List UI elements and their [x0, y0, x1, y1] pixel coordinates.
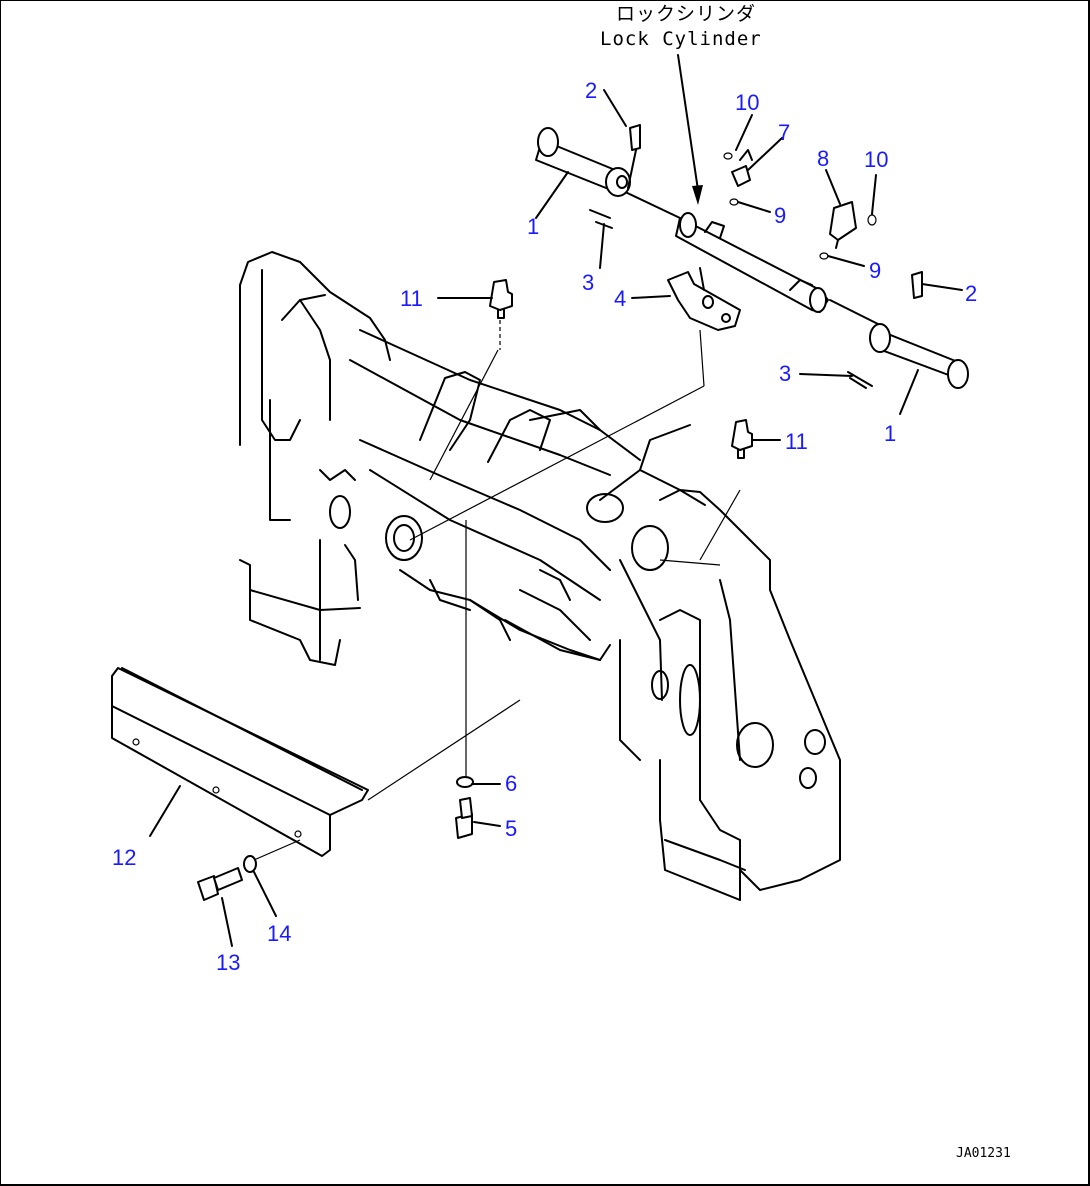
washer-14 — [243, 855, 257, 873]
callout-1-right: 1 — [884, 421, 896, 446]
bolt-13 — [197, 867, 243, 901]
callout-12: 12 — [112, 845, 136, 870]
ring-10-left — [723, 152, 733, 160]
bracket-4 — [667, 267, 741, 331]
drawing-code: JA01231 — [956, 1146, 1011, 1161]
title-leader — [677, 54, 699, 191]
pin-right — [869, 323, 969, 389]
callout-9-right: 9 — [869, 258, 881, 283]
loader-frame — [239, 251, 841, 901]
fitting-7 — [731, 149, 753, 187]
cotter-3-right — [847, 371, 873, 389]
nipple-11-right — [731, 419, 753, 459]
callout-5: 5 — [505, 816, 517, 841]
fitting-8 — [829, 201, 857, 249]
callout-2-left: 2 — [585, 78, 597, 103]
ring-9-left — [729, 198, 739, 206]
callout-10-left: 10 — [735, 90, 759, 115]
washer-6 — [456, 776, 474, 788]
callout-4: 4 — [614, 286, 626, 311]
callout-10-right: 10 — [864, 147, 888, 172]
callout-1-left: 1 — [527, 214, 539, 239]
callout-7: 7 — [778, 120, 790, 145]
bolt-2-left — [627, 124, 641, 189]
bolt-2-right — [911, 271, 923, 299]
title-en: Lock Cylinder — [600, 28, 762, 50]
title-leader-arrow — [692, 185, 703, 205]
ring-9-right — [819, 252, 829, 260]
bolt-5 — [455, 797, 473, 839]
callout-11-right: 11 — [785, 429, 808, 454]
callout-2-right: 2 — [965, 281, 977, 306]
callout-14: 14 — [267, 921, 291, 946]
callout-9-left: 9 — [774, 203, 786, 228]
callout-13: 13 — [216, 950, 240, 975]
title-jp: ロックシリンダ — [616, 3, 756, 25]
callout-11-left: 11 — [400, 286, 423, 311]
ring-10-right — [867, 214, 877, 226]
cotter-3-left — [589, 209, 613, 229]
callout-8: 8 — [817, 146, 829, 171]
callout-3-left: 3 — [582, 270, 594, 295]
nipple-11-left — [489, 279, 513, 350]
callout-6: 6 — [505, 771, 517, 796]
leader-lines — [149, 89, 963, 947]
pin-left — [535, 127, 631, 197]
callout-3-right: 3 — [779, 361, 791, 386]
assembly-lines — [253, 329, 741, 861]
guard-12 — [111, 667, 369, 857]
